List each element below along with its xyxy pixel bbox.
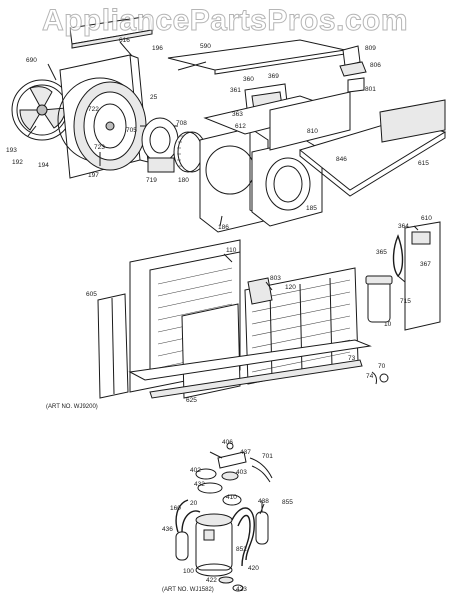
base-rail (128, 339, 372, 399)
part-label: 193 (6, 147, 17, 154)
part-label: 367 (420, 261, 431, 268)
part-label: 803 (270, 275, 281, 282)
part-label: 705 (126, 127, 137, 134)
part-label: 406 (222, 439, 233, 446)
part-label: 612 (235, 123, 246, 130)
part-label: 403 (236, 469, 247, 476)
blower-housing (199, 127, 323, 233)
part-label: 846 (336, 156, 347, 163)
terminal-cover-parts (195, 442, 273, 483)
part-label: 180 (178, 177, 189, 184)
part-label: 423 (236, 586, 247, 593)
part-label: 100 (183, 568, 194, 575)
part-label: 806 (370, 62, 381, 69)
compressor (195, 513, 233, 577)
part-label: 701 (262, 453, 273, 460)
part-label: 715 (400, 298, 411, 305)
part-label: 432 (194, 481, 205, 488)
drain-parts (371, 371, 389, 385)
watermark: AppliancePartsPros.com (41, 4, 409, 38)
part-label: 365 (376, 249, 387, 256)
top-panel (167, 39, 346, 75)
part-label: 360 (243, 76, 254, 83)
part-label: 437 (240, 449, 251, 456)
part-label: 369 (268, 73, 279, 80)
part-label: 70 (378, 363, 386, 370)
part-label: 590 (200, 43, 211, 50)
part-label: 420 (248, 565, 259, 572)
side-panel (97, 293, 129, 399)
condenser-fan (11, 79, 73, 141)
part-label: 719 (146, 177, 157, 184)
part-label: 402 (190, 467, 201, 474)
capacitor (365, 275, 393, 323)
art-number-lower: (ART NO. WJ1582) (162, 587, 214, 593)
part-label: 120 (285, 284, 296, 291)
part-label: 110 (226, 247, 237, 254)
top-cover-panel (69, 15, 153, 49)
part-label: 422 (206, 577, 217, 584)
part-label: 25 (150, 94, 158, 101)
part-label: 723 (94, 144, 105, 151)
part-label: 616 (119, 37, 130, 44)
part-label: 855 (282, 499, 293, 506)
part-label: 160 (170, 505, 181, 512)
part-label: 605 (86, 291, 97, 298)
accumulator-tubing (175, 499, 201, 561)
part-label: 438 (258, 498, 269, 505)
part-label: 410 (226, 494, 237, 501)
part-label: 690 (26, 57, 37, 64)
small-brackets (339, 45, 367, 93)
compressor-mounts (218, 576, 244, 592)
part-label: 186 (218, 224, 229, 231)
control-bracket (392, 221, 441, 331)
part-label: 809 (365, 45, 376, 52)
part-label: 436 (162, 526, 173, 533)
discharge-tubing (231, 500, 269, 567)
part-label: 708 (176, 120, 187, 127)
part-label: 192 (12, 159, 23, 166)
mounting-bracket (247, 277, 273, 305)
leader-lines (27, 41, 419, 515)
part-label: 722 (88, 106, 99, 113)
part-label: 361 (230, 87, 241, 94)
part-label: 196 (152, 45, 163, 52)
part-label: 810 (307, 128, 318, 135)
fan-motor (141, 117, 179, 173)
part-label: 625 (186, 397, 197, 404)
part-label: 363 (232, 111, 243, 118)
part-label: 74 (366, 373, 374, 380)
part-label: 364 (398, 223, 409, 230)
part-label: 197 (88, 172, 99, 179)
part-label: 73 (348, 355, 356, 362)
part-label: 10 (384, 321, 392, 328)
part-label: 20 (190, 500, 198, 507)
part-label: 852 (236, 546, 247, 553)
part-label: 610 (421, 215, 432, 222)
part-label: 801 (365, 86, 376, 93)
part-label: 194 (38, 162, 49, 169)
art-number-upper: (ART NO. WJ9200) (46, 404, 98, 410)
part-label: 185 (306, 205, 317, 212)
part-label: 615 (418, 160, 429, 167)
terminal-gaskets (197, 482, 242, 506)
base-pan (298, 99, 447, 197)
center-partition (203, 91, 351, 151)
